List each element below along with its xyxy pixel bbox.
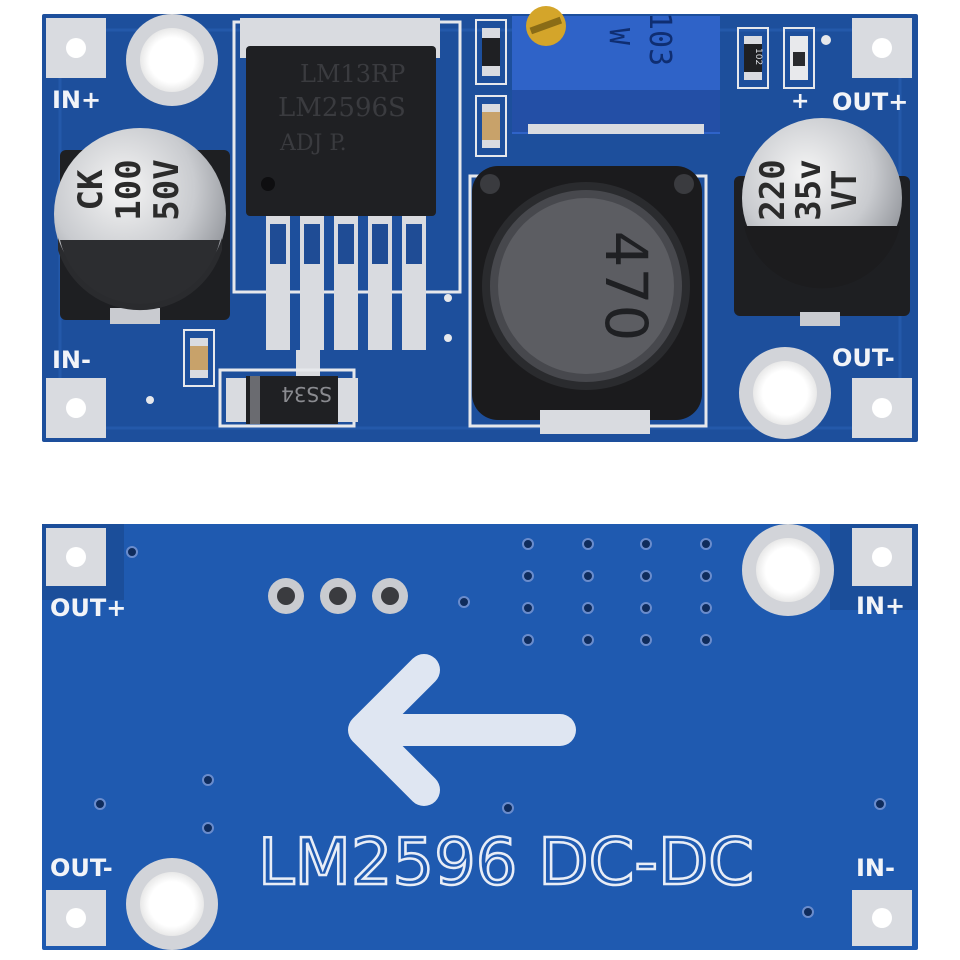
input-cap-line2: 100 [109, 159, 149, 220]
top-vias [146, 294, 452, 404]
top-label-out-plus: OUT+ [832, 88, 908, 116]
top-corner-pads [46, 18, 912, 438]
diode-marking: SS34 [281, 382, 332, 406]
schottky-diode: SS34 [218, 368, 358, 428]
bottom-label-out-plus: OUT+ [50, 594, 126, 622]
trimmer-potentiometer: W 103 [512, 6, 720, 134]
top-label-out-minus: OUT- [832, 344, 895, 372]
bottom-label-in-plus: IN+ [856, 592, 905, 620]
trimmer-prefix: W [603, 28, 636, 45]
three-pin-holes [268, 578, 408, 614]
ic-marking-line2: LM2596S [278, 93, 406, 123]
smd-capacitor-left [183, 329, 215, 387]
top-board: IN+ IN- OUT+ OUT- + CK 100 50V LM13RP [42, 6, 918, 442]
bottom-label-in-minus: IN- [856, 854, 895, 882]
output-cap-line2: 35v [789, 159, 829, 220]
top-label-in-minus: IN- [52, 346, 91, 374]
output-capacitor: 220 35v VT [734, 118, 910, 326]
output-cap-line1: 220 [753, 159, 793, 220]
input-cap-line1: CK [71, 169, 111, 210]
output-cap-line3: VT [825, 170, 865, 211]
smd-marking: 102 [753, 48, 763, 65]
top-mounting-holes [126, 14, 831, 439]
inductor-marking: 470 [592, 231, 660, 342]
input-cap-line3: 50V [147, 159, 187, 220]
smd-components-top [475, 19, 507, 157]
left-arrow-icon [348, 654, 576, 806]
ic-marking-line3: ADJ P. [279, 131, 347, 156]
inductor: 470 [468, 166, 708, 434]
input-capacitor: CK 100 50V [54, 128, 230, 324]
trimmer-marking: 103 [642, 12, 677, 66]
bottom-board-text: LM2596 DC-DC [258, 826, 754, 900]
regulator-ic: LM13RP LM2596S ADJ P. [232, 18, 462, 380]
top-label-in-plus: IN+ [52, 86, 101, 114]
smd-resistor-led: 102 [737, 27, 831, 89]
ic-marking-line1: LM13RP [300, 60, 405, 88]
top-label-plus-mark: + [791, 89, 809, 114]
bottom-board: OUT+ OUT- IN+ IN- LM2596 DC-DC [42, 524, 918, 950]
bottom-label-out-minus: OUT- [50, 854, 113, 882]
bottom-mounting-holes [126, 524, 834, 950]
bottom-corner-pads [46, 528, 912, 946]
bottom-via-grid [94, 538, 886, 918]
